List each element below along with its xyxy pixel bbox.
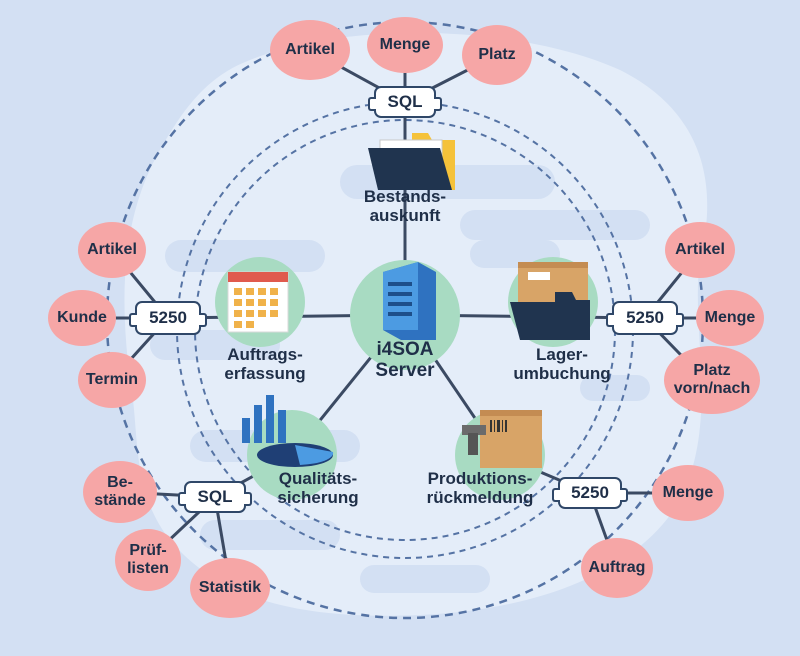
field-right-menge: Menge bbox=[696, 290, 764, 346]
field-bottomleft-statistik: Statistik bbox=[190, 558, 270, 618]
connector-bottom-right: 5250 bbox=[552, 477, 628, 509]
server-label: i4SOA Server bbox=[375, 339, 434, 381]
server-label-line1: i4SOA bbox=[376, 339, 434, 360]
qualitaet-label: Qualitäts- sicherung bbox=[277, 469, 358, 507]
qualitaet-label-line1: Qualitäts- bbox=[278, 469, 358, 488]
field-top-menge: Menge bbox=[367, 17, 443, 73]
connector-left: 5250 bbox=[129, 301, 207, 335]
produktion-label: Produktions- rückmeldung bbox=[427, 469, 534, 507]
bestand-label-line1: Bestands- bbox=[363, 187, 447, 206]
barcode-scanner-icon bbox=[462, 410, 542, 468]
connector-bottom-left: SQL bbox=[178, 481, 252, 513]
qualitaet-label-line2: sicherung bbox=[277, 488, 359, 507]
chart-icon bbox=[242, 395, 334, 467]
field-left-kunde: Kunde bbox=[48, 290, 116, 346]
field-right-artikel: Artikel bbox=[665, 222, 735, 278]
auftrag-label-line1: Auftrags- bbox=[227, 345, 303, 364]
server-label-line2: Server bbox=[375, 360, 435, 381]
field-bottomleft-bestaende: Be-stände bbox=[83, 461, 157, 523]
field-bottomleft-pruefslisten: Prüf-listen bbox=[115, 529, 181, 591]
connector-top: SQL bbox=[368, 86, 442, 118]
auftrag-label-line2: erfassung bbox=[224, 364, 306, 383]
server-tower-icon bbox=[383, 262, 436, 340]
field-bottomright-menge: Menge bbox=[652, 465, 724, 521]
box-folder-icon bbox=[510, 262, 590, 340]
field-top-platz: Platz bbox=[462, 25, 532, 85]
bestand-label: Bestands- auskunft bbox=[364, 187, 446, 225]
field-bottomright-auftrag: Auftrag bbox=[581, 538, 653, 598]
bestand-label-line2: auskunft bbox=[369, 206, 441, 225]
field-top-artikel: Artikel bbox=[270, 20, 350, 80]
field-right-platz: Platz vorn/nach bbox=[664, 346, 760, 414]
produktion-label-line1: Produktions- bbox=[427, 469, 533, 488]
lager-label-line1: Lager- bbox=[536, 345, 588, 364]
produktion-label-line2: rückmeldung bbox=[426, 488, 534, 507]
field-left-termin: Termin bbox=[78, 352, 146, 408]
connector-right: 5250 bbox=[606, 301, 684, 335]
lager-label-line2: umbuchung bbox=[513, 364, 611, 383]
calendar-icon bbox=[227, 271, 289, 333]
field-left-artikel: Artikel bbox=[78, 222, 146, 278]
auftrag-label: Auftrags- erfassung bbox=[224, 345, 305, 383]
folder-icon bbox=[368, 133, 455, 190]
lager-label: Lager- umbuchung bbox=[513, 345, 610, 383]
